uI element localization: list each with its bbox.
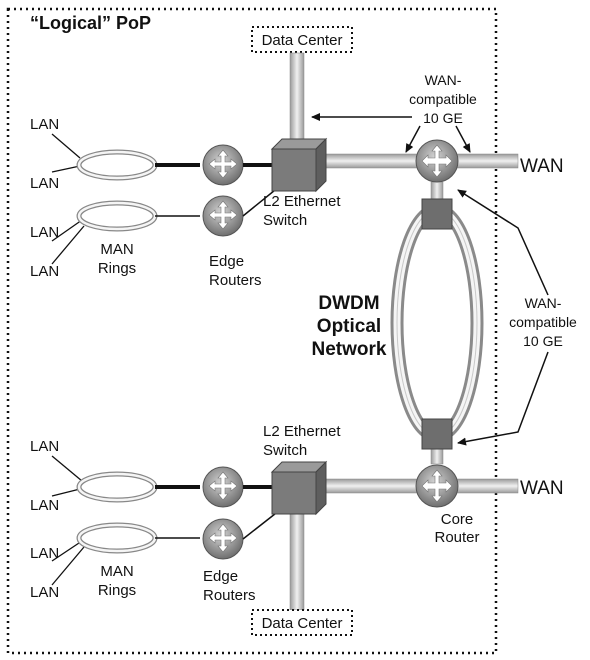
- pipe-dc-bottom: [289, 513, 305, 611]
- lan-line: [51, 225, 85, 265]
- data-center-bottom-box: [251, 609, 353, 636]
- edge-routers-bottom-label: Edge Routers: [203, 568, 256, 604]
- lan-line: [51, 546, 85, 586]
- lan-label: LAN: [30, 497, 59, 514]
- svg-text:Edge: Edge: [203, 568, 238, 585]
- edge-router-top-1: [202, 144, 244, 186]
- edge-router-bottom-2: [202, 518, 244, 560]
- svg-text:MAN: MAN: [100, 563, 133, 580]
- svg-text:Switch: Switch: [263, 442, 307, 459]
- svg-text:DWDM: DWDM: [318, 293, 379, 314]
- core-router-bottom: [415, 464, 459, 508]
- lan-label: LAN: [30, 545, 59, 562]
- data-center-bottom-label: Data Center: [262, 615, 343, 632]
- lan-label: LAN: [30, 224, 59, 241]
- lan-label: LAN: [30, 438, 59, 455]
- man-ring-bottom-1: [76, 471, 158, 503]
- pop-boundary: [6, 7, 498, 655]
- wan-compatible-right-label: WAN- compatible 10 GE: [509, 295, 577, 349]
- svg-text:Rings: Rings: [98, 582, 136, 599]
- svg-text:Routers: Routers: [209, 272, 262, 289]
- core-router-top: [415, 139, 459, 183]
- lan-label: LAN: [30, 584, 59, 601]
- svg-text:WAN-: WAN-: [425, 72, 462, 88]
- wan-bottom-label: WAN: [520, 478, 564, 499]
- dwdm-ring: [390, 203, 484, 443]
- svg-text:Rings: Rings: [98, 260, 136, 277]
- l2-switch-top-label: L2 Ethernet Switch: [263, 193, 341, 229]
- svg-text:Routers: Routers: [203, 587, 256, 604]
- pipe-core-dwdm-top: [430, 181, 444, 201]
- man-ring-top-2: [76, 200, 158, 232]
- link-router-switch: [242, 509, 281, 540]
- lan-line: [51, 455, 83, 482]
- pop-title: “Logical” PoP: [30, 13, 151, 33]
- svg-text:Switch: Switch: [263, 212, 307, 229]
- lan-label: LAN: [30, 263, 59, 280]
- svg-text:L2 Ethernet: L2 Ethernet: [263, 423, 341, 440]
- svg-text:Router: Router: [434, 529, 479, 546]
- lan-line: [51, 165, 81, 173]
- svg-text:Edge: Edge: [209, 253, 244, 270]
- svg-text:compatible: compatible: [409, 91, 477, 107]
- l2-switch-bottom: [270, 460, 328, 516]
- pipe-dc-top: [289, 52, 305, 150]
- lan-label: LAN: [30, 175, 59, 192]
- l2-switch-bottom-label: L2 Ethernet Switch: [263, 423, 341, 459]
- wan-top-label: WAN: [520, 156, 564, 177]
- arrow-to-top-pipe-right: [455, 125, 471, 153]
- arrow-to-top-pipe-left: [405, 125, 421, 153]
- l2-switch-top: [270, 137, 328, 193]
- man-ring-top-1: [76, 149, 158, 181]
- man-rings-top-label: MAN Rings: [98, 241, 136, 277]
- dwdm-label: DWDM Optical Network: [312, 293, 387, 360]
- svg-text:Core: Core: [441, 511, 474, 528]
- man-rings-bottom-label: MAN Rings: [98, 563, 136, 599]
- data-center-top-label: Data Center: [262, 32, 343, 49]
- lan-line: [51, 133, 81, 159]
- edge-routers-top-label: Edge Routers: [209, 253, 262, 289]
- wan-compatible-top-label: WAN- compatible 10 GE: [409, 72, 477, 126]
- arrow-to-dwdm-bottom: [457, 351, 549, 446]
- data-center-top-box: [251, 26, 353, 53]
- edge-router-bottom-1: [202, 466, 244, 508]
- lan-label: LAN: [30, 116, 59, 133]
- core-router-label: Core Router: [434, 511, 479, 546]
- svg-text:Network: Network: [312, 339, 387, 360]
- svg-text:10 GE: 10 GE: [523, 333, 563, 349]
- svg-text:compatible: compatible: [509, 314, 577, 330]
- lan-line: [51, 219, 83, 242]
- svg-text:L2 Ethernet: L2 Ethernet: [263, 193, 341, 210]
- dwdm-node-top: [421, 198, 453, 230]
- svg-text:MAN: MAN: [100, 241, 133, 258]
- edge-router-top-2: [202, 195, 244, 237]
- lan-line: [51, 488, 81, 497]
- svg-text:Optical: Optical: [317, 316, 381, 337]
- man-ring-bottom-2: [76, 522, 158, 554]
- svg-text:10 GE: 10 GE: [423, 110, 463, 126]
- dwdm-node-bottom: [421, 418, 453, 450]
- lan-line: [51, 540, 83, 562]
- arrow-to-core-top: [457, 189, 549, 296]
- svg-text:WAN-: WAN-: [525, 295, 562, 311]
